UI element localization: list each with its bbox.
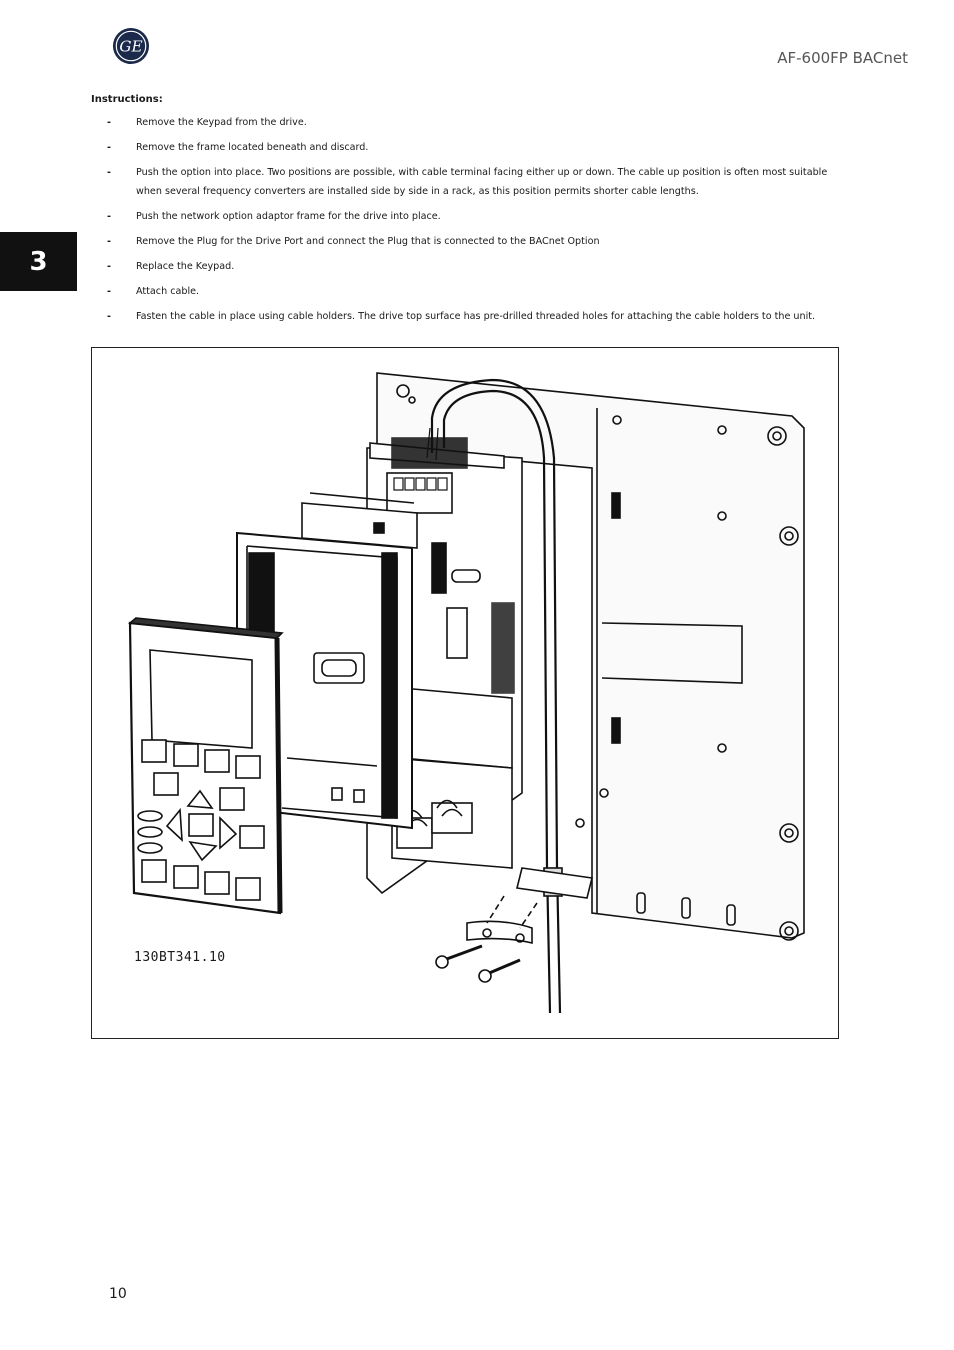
bullet-dash: - (107, 142, 111, 153)
instruction-text: Push the option into place. Two position… (136, 167, 828, 197)
cable-holder (466, 867, 593, 945)
instructions-list: - Remove the Keypad from the drive. - Remo… (107, 113, 852, 332)
bullet-dash: - (107, 261, 111, 272)
instruction-text: Remove the frame located beneath and dis… (136, 142, 369, 153)
list-item: - Attach cable. (107, 282, 852, 301)
figure-code: 130BT341.10 (134, 950, 226, 965)
ge-logo-icon: GE (112, 27, 150, 65)
instructions-heading: Instructions: (91, 94, 163, 105)
screw-icon (435, 944, 521, 983)
bullet-dash: - (107, 236, 111, 247)
list-item: - Push the network option adaptor frame f… (107, 207, 852, 226)
chapter-tab: 3 (0, 232, 77, 291)
list-item: - Fasten the cable in place using cable h… (107, 307, 852, 326)
document-title: AF-600FP BACnet (777, 49, 908, 67)
keypad-illustration (128, 617, 284, 915)
list-item: - Push the option into place. Two positio… (107, 163, 852, 201)
instruction-text: Fasten the cable in place using cable ho… (136, 311, 816, 322)
instruction-text: Remove the Plug for the Drive Port and c… (136, 236, 600, 247)
svg-text:GE: GE (119, 38, 142, 56)
bullet-dash: - (107, 211, 111, 222)
installation-figure: 130BT341.10 (91, 347, 839, 1039)
list-item: - Remove the Plug for the Drive Port and … (107, 232, 852, 251)
installation-drawing (128, 372, 805, 1014)
bullet-dash: - (107, 117, 111, 128)
bullet-dash: - (107, 311, 111, 322)
page-number: 10 (109, 1286, 127, 1302)
bullet-dash: - (107, 167, 111, 178)
instruction-text: Replace the Keypad. (136, 261, 235, 272)
bullet-dash: - (107, 286, 111, 297)
instruction-text: Remove the Keypad from the drive. (136, 117, 307, 128)
instruction-text: Push the network option adaptor frame fo… (136, 211, 441, 222)
list-item: - Remove the Keypad from the drive. (107, 113, 852, 132)
list-item: - Remove the frame located beneath and di… (107, 138, 852, 157)
list-item: - Replace the Keypad. (107, 257, 852, 276)
instruction-text: Attach cable. (136, 286, 200, 297)
